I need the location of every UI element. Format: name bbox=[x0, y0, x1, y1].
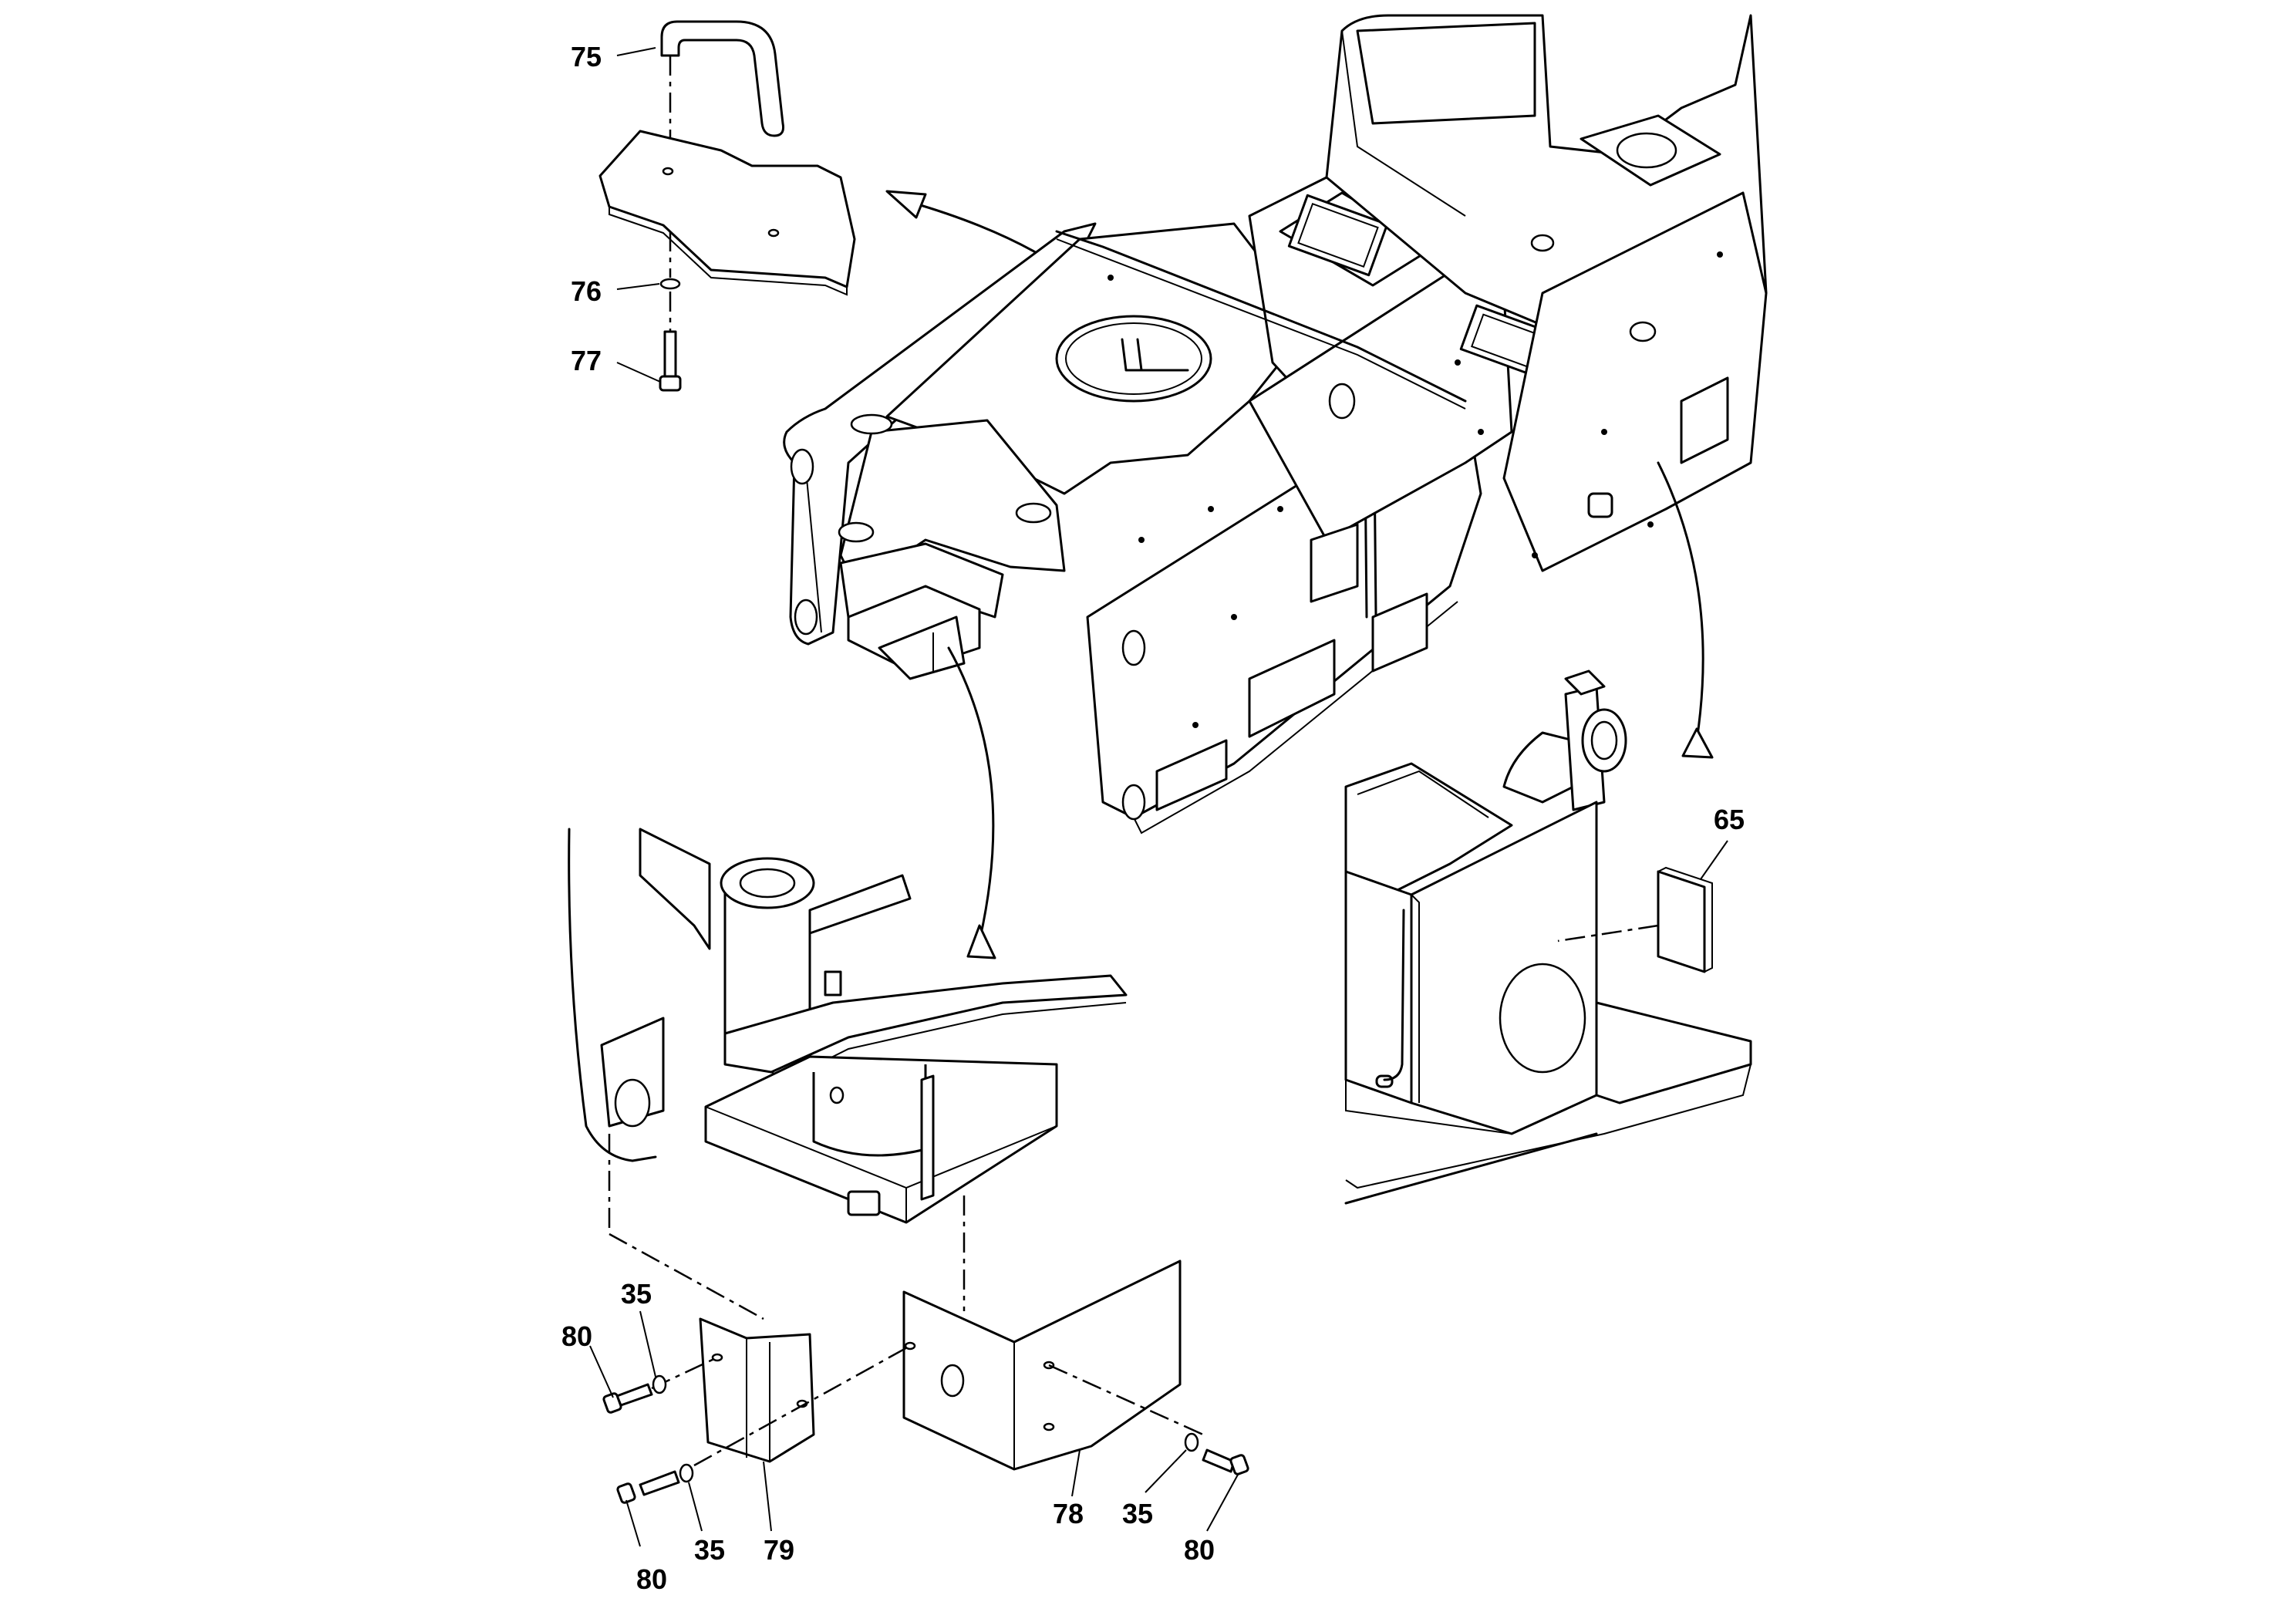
callout-78: 78 bbox=[1053, 1498, 1084, 1529]
callout-76: 76 bbox=[571, 275, 602, 307]
bolt-part-77 bbox=[659, 330, 682, 392]
callout-35-c: 35 bbox=[1122, 1498, 1153, 1529]
washer-part-35-c bbox=[1184, 1432, 1199, 1452]
callout-80-c: 80 bbox=[1184, 1534, 1215, 1566]
bolt-part-80-b bbox=[616, 1470, 680, 1504]
round-access-cover bbox=[1055, 315, 1212, 403]
callout-80-a: 80 bbox=[561, 1320, 592, 1352]
callout-35-a: 35 bbox=[621, 1278, 652, 1310]
callout-80-b: 80 bbox=[636, 1563, 667, 1595]
rear-compartment-detail-view bbox=[1344, 669, 1752, 1205]
callout-65: 65 bbox=[1714, 804, 1745, 835]
pad-part-65 bbox=[1657, 870, 1706, 973]
guard-plates-assembly bbox=[589, 1259, 1249, 1547]
cover-plate bbox=[598, 130, 856, 288]
rear-compartment-round-opening bbox=[1499, 963, 1586, 1074]
washer-part-76 bbox=[659, 278, 681, 290]
callout-77: 77 bbox=[571, 345, 602, 376]
callout-79: 79 bbox=[764, 1534, 794, 1566]
callout-35-b: 35 bbox=[694, 1534, 725, 1566]
callout-75: 75 bbox=[571, 41, 602, 73]
bolt-part-80-a bbox=[602, 1383, 653, 1414]
main-frame-assembly bbox=[783, 14, 1768, 959]
arrow-to-turret-detail bbox=[947, 646, 995, 943]
top-cover-plate-assembly bbox=[598, 20, 856, 392]
handle-part-75 bbox=[660, 20, 784, 137]
washer-part-35-b bbox=[679, 1463, 694, 1483]
bracket-part-79 bbox=[699, 1317, 815, 1463]
arrow-to-rear-detail bbox=[1657, 461, 1704, 742]
washer-part-35-a bbox=[652, 1374, 667, 1394]
bolt-part-80-c bbox=[1202, 1448, 1249, 1475]
turret-detail-view bbox=[568, 828, 1128, 1320]
guard-part-78 bbox=[902, 1259, 1182, 1471]
